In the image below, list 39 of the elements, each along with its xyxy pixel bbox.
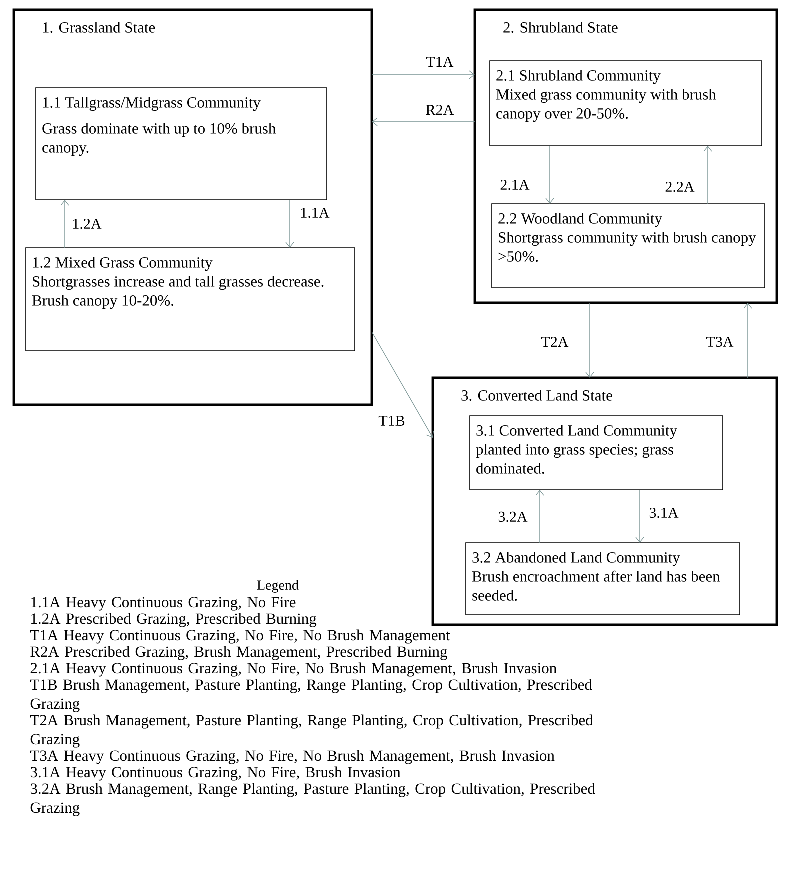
community-box: 2.1 Shrubland Community Mixed grass community with brush canopy over 20-50%.: [490, 60, 762, 146]
edge-label: T3A: [705, 336, 735, 348]
legend-entry: 3.2A Brush Management, Range Planting, Pasture Planting, Crop Cultivation, Prescribed Grazing: [30, 783, 596, 816]
edge-label: T1B: [378, 415, 406, 427]
legend-entry: R2A Prescribed Grazing, Brush Management, Prescribed Burning: [30, 646, 448, 660]
arrow: [636, 490, 644, 543]
arrow: [372, 118, 476, 126]
legend-entry: T2A Brush Management, Pasture Planting, Range Planting, Crop Cultivation, Prescribed Grazing: [30, 714, 594, 748]
legend-title: Legend: [257, 580, 299, 593]
arrow: [372, 332, 434, 438]
edge-label: 2.2A: [664, 180, 696, 194]
arrow: [546, 146, 554, 204]
arrow: [286, 200, 294, 248]
edge-label: 3.2A: [497, 510, 529, 524]
legend-entry: 1.1A Heavy Continuous Grazing, No Fire: [32, 597, 296, 611]
community-box: 3.1 Converted Land Community planted into grass species; grass dominated.: [470, 416, 724, 490]
arrow: [744, 303, 752, 378]
legend-entry: T1B Brush Management, Pasture Planting, Range Planting, Crop Cultivation, Prescribed Grazing: [30, 679, 592, 712]
community-box: 3.2 Abandoned Land Community Brush encroachment after land has been seeded.: [466, 542, 740, 616]
edge-label: T2A: [540, 336, 570, 348]
edge-label: 3.1A: [648, 506, 680, 520]
arrow: [586, 302, 594, 378]
community-box: 1.2 Mixed Grass Community Shortgrasses increase and tall grasses decrease. Brush canopy 10-20%.: [26, 248, 356, 352]
edge-label: 1.1A: [299, 206, 331, 220]
community-box: 1.1 Tallgrass/Midgrass Community Grass dominate with up to 10% brush canopy.: [36, 88, 328, 200]
edge-label: R2A: [424, 104, 456, 116]
community-box: 2.2 Woodland Community Shortgrass community with brush canopy >50%.: [492, 204, 766, 288]
edge-label: T1A: [425, 56, 455, 68]
edge-label: 1.2A: [71, 218, 103, 230]
arrow: [704, 146, 712, 204]
legend-entry: T1A Heavy Continuous Grazing, No Fire, No Brush Management: [30, 630, 450, 644]
arrow: [372, 70, 475, 80]
legend-entry: 2.1A Heavy Continuous Grazing, No Fire, No Brush Management, Brush Invasion: [30, 662, 557, 677]
arrow: [60, 200, 70, 248]
legend-entry: T3A Heavy Continuous Grazing, No Fire, No Brush Management, Brush Invasion: [30, 750, 555, 764]
legend-entry: 3.1A Heavy Continuous Grazing, No Fire, Brush Invasion: [30, 766, 401, 781]
arrow: [536, 490, 544, 544]
legend-entry: 1.2A Prescribed Grazing, Prescribed Burning: [32, 613, 317, 628]
edge-label: 2.1A: [499, 178, 531, 192]
